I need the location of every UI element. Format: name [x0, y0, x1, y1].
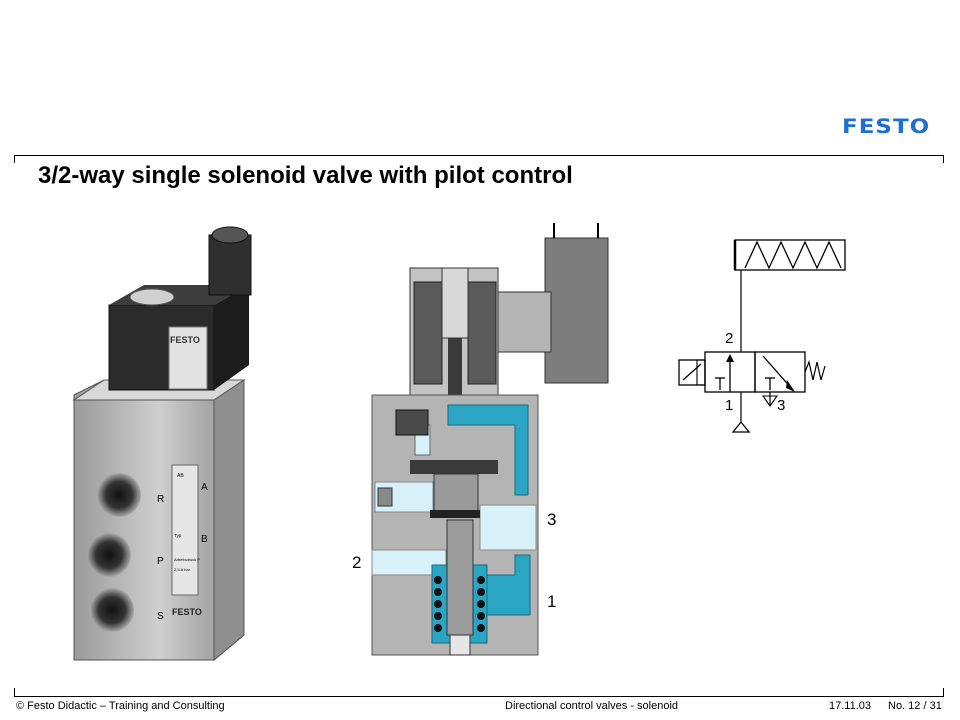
header-rule	[14, 155, 944, 156]
footer-copyright: © Festo Didactic – Training and Consulti…	[16, 700, 225, 712]
footer-rule	[14, 696, 944, 697]
coil-label-plate	[168, 326, 208, 390]
svg-text:2,5-8 bar: 2,5-8 bar	[174, 567, 191, 572]
footer-rule-tick-left	[14, 688, 15, 696]
header-rule-tick-right	[943, 155, 944, 163]
valve-photo: R P S A B AB Typ Arbeitsdruck P 2,5-8 ba…	[72, 226, 252, 662]
photo-label-b: B	[201, 534, 208, 545]
footer-date: 17.11.03	[829, 700, 872, 712]
port-hole-top	[97, 473, 141, 517]
photo-label-p: P	[157, 556, 164, 567]
port-hole-middle	[87, 533, 131, 577]
manual-override	[129, 288, 175, 306]
photo-label-r: R	[157, 494, 164, 505]
photo-label-a: A	[201, 482, 208, 493]
port-hole-bottom	[90, 588, 134, 632]
symbol-port-3-label: 3	[777, 397, 785, 414]
symbol-port-1-label: 1	[725, 397, 733, 414]
footer-page-number: No. 12 / 31	[888, 700, 942, 712]
svg-text:Arbeitsdruck P: Arbeitsdruck P	[174, 557, 200, 562]
footer-rule-tick-right	[943, 688, 944, 696]
rating-plate	[171, 464, 199, 596]
header-rule-tick-left	[14, 155, 15, 163]
photo-brand: FESTO	[172, 607, 202, 617]
festo-logo: FESTO	[842, 116, 931, 139]
svg-text:FESTO: FESTO	[170, 335, 200, 345]
section-port-1-label: 1	[547, 592, 557, 611]
footer-topic: Directional control valves - solenoid	[505, 700, 679, 712]
svg-text:AB: AB	[177, 473, 184, 479]
svg-text:Typ: Typ	[174, 533, 182, 538]
section-port-2-label: 2	[352, 553, 362, 572]
slide-title: 3/2-way single solenoid valve with pilot…	[38, 162, 573, 189]
photo-label-s: S	[157, 611, 164, 622]
symbol-port-2-label: 2	[725, 330, 733, 347]
valve-iso-symbol: 2 1 3	[678, 239, 846, 433]
connector-plug	[208, 234, 252, 296]
valve-section	[371, 223, 609, 656]
section-port-3-label: 3	[547, 510, 557, 529]
